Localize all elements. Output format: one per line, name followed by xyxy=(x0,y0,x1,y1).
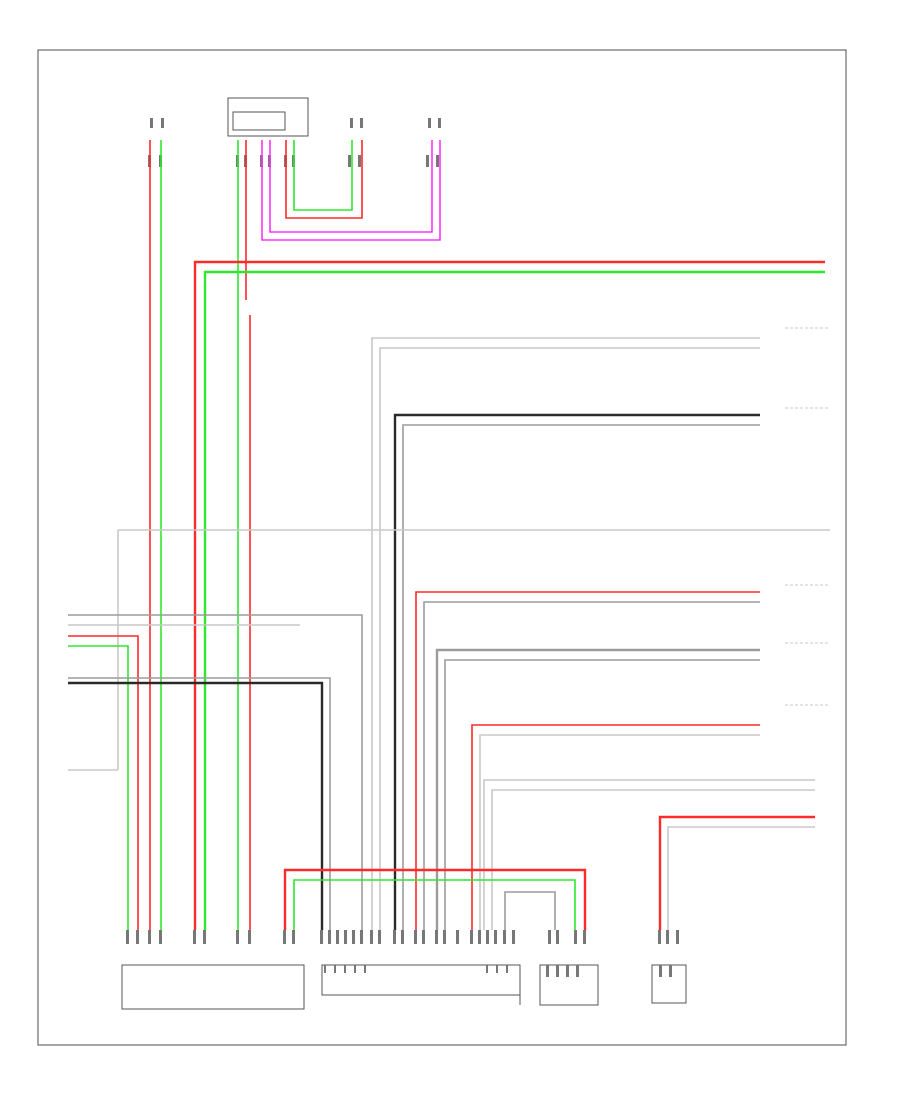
wire-green-bottom-loop xyxy=(293,879,576,930)
bottom-left-unit xyxy=(121,964,305,1010)
wire-red-3 xyxy=(285,140,363,219)
bottom-unit-internal-pins xyxy=(324,965,672,977)
right-dashes xyxy=(785,327,828,706)
diagram-frame xyxy=(37,49,847,1046)
top-sensor-3 xyxy=(428,118,441,128)
wire-gray-2 xyxy=(379,347,760,930)
wire-gray-8 xyxy=(483,779,815,930)
wire-gray-6 xyxy=(444,659,760,930)
top-left-sensor xyxy=(150,118,164,128)
wire-gray-9 xyxy=(491,789,815,930)
top-sensor-2 xyxy=(350,118,363,128)
wire-left-gray-1 xyxy=(68,614,363,930)
wire-gray-3 xyxy=(402,424,760,930)
wire-magenta-1 xyxy=(261,140,441,241)
wire-gray-bottom-loop xyxy=(504,891,556,930)
wire-green-3 xyxy=(293,140,353,211)
wire-red-5 xyxy=(471,724,760,930)
wire-gray-7 xyxy=(479,734,760,930)
wire-gray-4 xyxy=(423,601,760,930)
bottom-right-unit-2 xyxy=(651,964,687,1004)
wire-red-main-bus xyxy=(193,260,825,930)
wire-left-green xyxy=(68,645,129,930)
wire-gray-1 xyxy=(371,337,760,930)
wire-red-2 xyxy=(245,140,251,930)
wire-red-4 xyxy=(415,591,760,930)
wire-red-6 xyxy=(658,815,815,930)
bottom-center-unit xyxy=(321,964,521,1005)
top-main-unit xyxy=(227,97,309,137)
wire-gray-10 xyxy=(667,826,815,930)
wire-red-bottom-loop xyxy=(283,868,587,930)
wire-black-1 xyxy=(393,413,760,930)
wire-left-gray-3 xyxy=(68,677,331,930)
wire-left-red xyxy=(68,635,139,930)
wire-gray-5 xyxy=(435,648,760,930)
wire-left-black xyxy=(68,681,324,930)
wire-green-main-bus xyxy=(203,270,825,930)
wire-magenta-2 xyxy=(269,140,433,233)
bottom-connector-pins xyxy=(126,930,679,944)
